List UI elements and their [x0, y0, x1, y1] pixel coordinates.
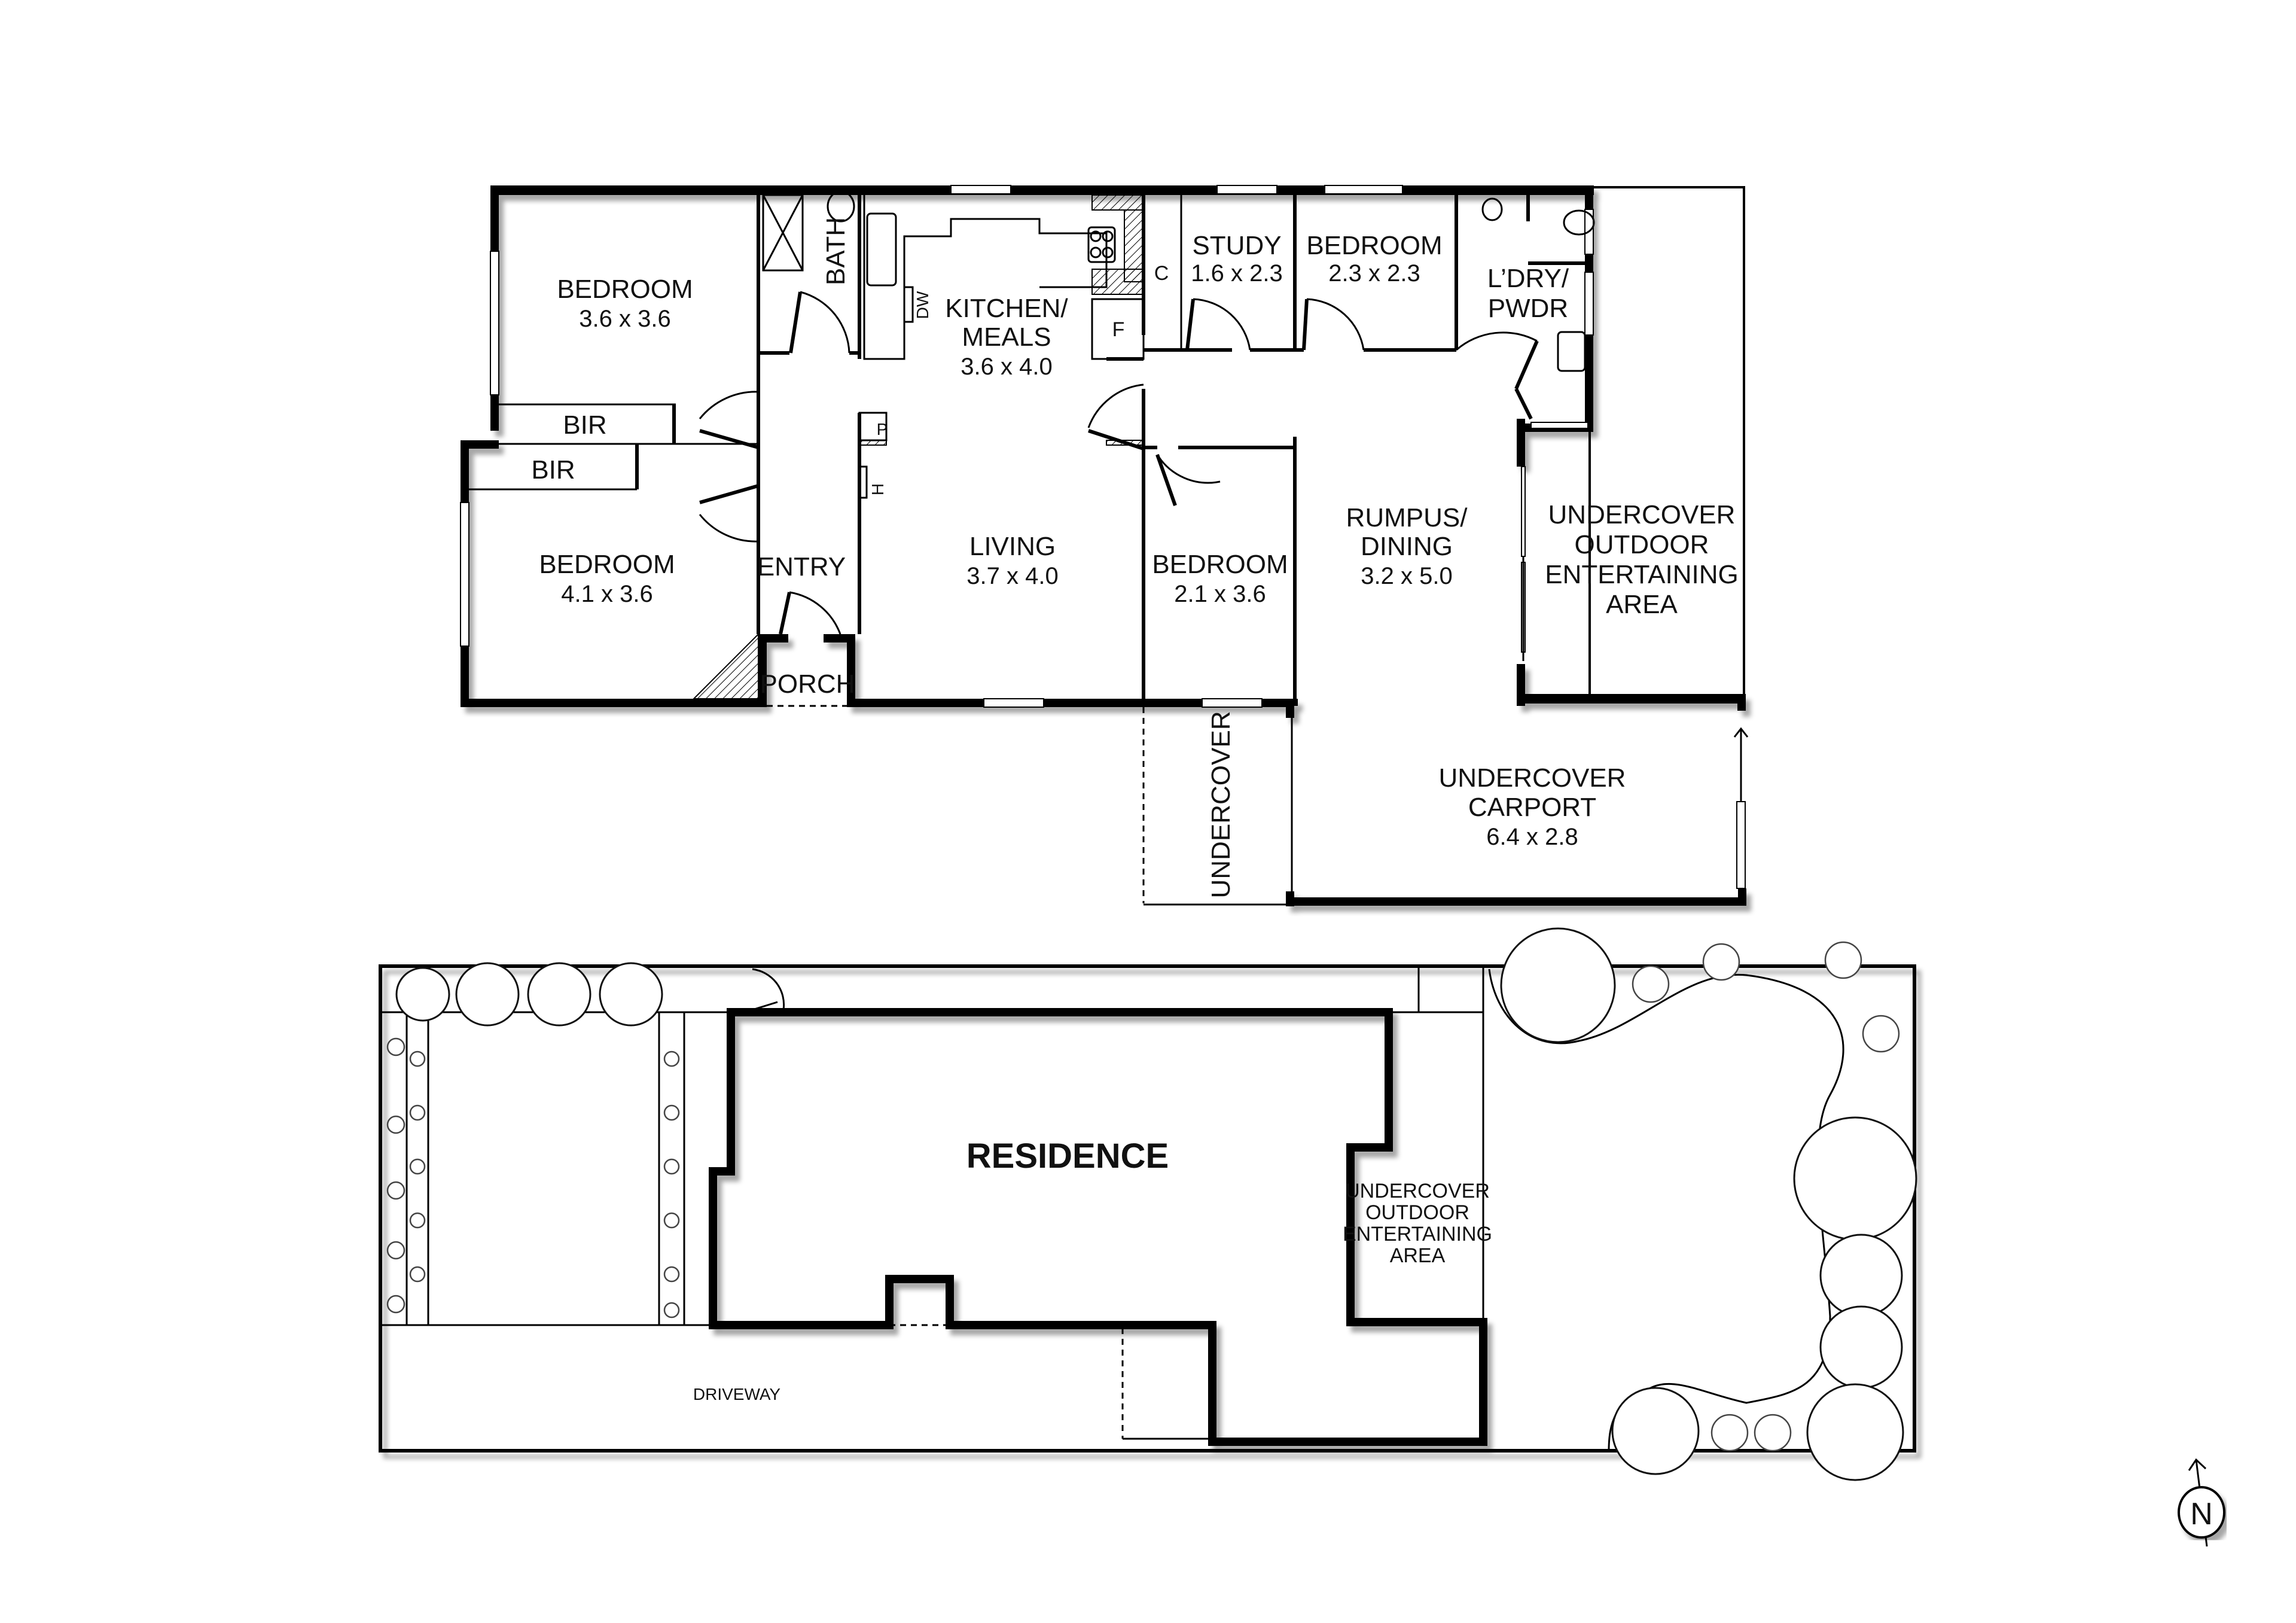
- site-label-outdoor-2: OUTDOOR: [1365, 1201, 1469, 1224]
- room-label-bedroom3: BEDROOM: [1306, 231, 1442, 260]
- room-label-bath: BATH: [821, 217, 850, 285]
- tree-icon: [455, 962, 520, 1027]
- floor-plan: BEDROOM 3.6 x 3.6 BEDROOM 4.1 x 3.6 BIR …: [460, 185, 1749, 906]
- window: [1324, 185, 1403, 194]
- shower: [762, 194, 804, 272]
- tree-icon: [1819, 1234, 1903, 1317]
- room-dims-bedroom1: 3.6 x 3.6: [579, 306, 670, 332]
- room-dims-kitchen: 3.6 x 4.0: [961, 354, 1052, 380]
- site-label-outdoor-1: UNDERCOVER: [1345, 1180, 1490, 1202]
- tree-icon: [1819, 1305, 1903, 1389]
- room-label-porch: PORCH: [760, 669, 855, 699]
- room-label-undercover: UNDERCOVER: [1206, 711, 1236, 899]
- room-label-bedroom1: BEDROOM: [557, 275, 693, 304]
- room-label-outdoor-4: AREA: [1606, 590, 1678, 619]
- shrub-icon: [1754, 1414, 1792, 1452]
- room-dims-living: 3.7 x 4.0: [966, 563, 1058, 589]
- compass-label: N: [2190, 1497, 2213, 1531]
- site-boundary: [379, 964, 1916, 1453]
- tree-icon: [527, 962, 591, 1027]
- residence-outline: [709, 1008, 1487, 1446]
- room-label-kitchen-2: MEALS: [962, 322, 1051, 352]
- heater-label: H: [868, 483, 887, 495]
- shrub-icon: [1702, 943, 1740, 981]
- tree-icon: [1806, 1383, 1904, 1481]
- room-label-outdoor-3: ENTERTAINING: [1545, 560, 1739, 589]
- tree-icon: [1793, 1116, 1917, 1241]
- window: [1216, 185, 1277, 194]
- cooktop-icon: [1087, 226, 1116, 263]
- shrub-icon: [1710, 1414, 1749, 1452]
- room-label-rumpus: RUMPUS/: [1346, 503, 1468, 532]
- room-dims-bedroom3: 2.3 x 2.3: [1328, 260, 1420, 287]
- room-label-rumpus-2: DINING: [1361, 532, 1453, 561]
- room-label-bir1: BIR: [563, 410, 606, 440]
- basin-icon: [1481, 197, 1503, 221]
- site-label-residence: RESIDENCE: [966, 1137, 1169, 1176]
- room-labels: BEDROOM 3.6 x 3.6 BEDROOM 4.1 x 3.6 BIR …: [531, 217, 1738, 899]
- dishwasher-label: DW: [913, 291, 932, 319]
- garden-bed-plants: [386, 1037, 680, 1319]
- tree-icon: [1500, 927, 1616, 1043]
- internal-walls: [469, 195, 1585, 706]
- room-label-outdoor: UNDERCOVER: [1548, 500, 1736, 529]
- fridge-label: F: [1112, 318, 1125, 341]
- site-label-outdoor-4: AREA: [1390, 1244, 1446, 1267]
- window: [950, 185, 1011, 194]
- shrub-icon: [1824, 941, 1862, 979]
- room-label-kitchen: KITCHEN/: [945, 294, 1068, 323]
- laundry-tub: [1557, 331, 1586, 372]
- tree-icon: [1611, 1387, 1700, 1475]
- room-label-outdoor-2: OUTDOOR: [1575, 530, 1709, 559]
- outdoor-area-outline: [1588, 186, 1745, 703]
- toilet-icon: [1563, 209, 1595, 236]
- north-compass: N: [2178, 1458, 2225, 1547]
- room-label-bedroom4: BEDROOM: [1152, 550, 1288, 579]
- cupboard-label: C: [1154, 262, 1169, 285]
- room-dims-bedroom4: 2.1 x 3.6: [1174, 581, 1266, 607]
- room-dims-carport: 6.4 x 2.8: [1486, 824, 1578, 850]
- basin-icon: [827, 190, 855, 223]
- room-label-living: LIVING: [969, 532, 1056, 561]
- window: [1202, 698, 1263, 708]
- site-plan: RESIDENCE UNDERCOVER OUTDOOR ENTERTAININ…: [379, 927, 1917, 1481]
- room-label-carport: UNDERCOVER: [1439, 763, 1626, 793]
- room-label-carport-2: CARPORT: [1468, 793, 1596, 822]
- heater: [858, 465, 868, 499]
- pantry-label: P: [877, 420, 888, 439]
- room-label-laundry: L’DRY/: [1487, 264, 1569, 293]
- room-dims-study: 1.6 x 2.3: [1191, 260, 1282, 287]
- room-dims-rumpus: 3.2 x 5.0: [1361, 563, 1452, 589]
- window: [460, 502, 469, 647]
- window: [490, 251, 499, 395]
- tree-icon: [599, 962, 663, 1027]
- shrub-icon: [1632, 965, 1670, 1003]
- carport-block: [1142, 706, 1749, 906]
- shrub-icon: [1862, 1015, 1900, 1053]
- window: [1530, 422, 1588, 429]
- window: [1584, 272, 1594, 336]
- room-label-study: STUDY: [1192, 231, 1281, 260]
- site-label-outdoor-3: ENTERTAINING: [1343, 1223, 1492, 1246]
- room-label-entry: ENTRY: [757, 552, 846, 581]
- compass-circle-icon: [2178, 1486, 2225, 1539]
- fridge: [1091, 298, 1145, 360]
- tree-icon: [395, 967, 450, 1022]
- room-label-bir2: BIR: [531, 455, 575, 485]
- room-label-bedroom2: BEDROOM: [539, 550, 675, 579]
- room-dims-bedroom2: 4.1 x 3.6: [561, 581, 652, 607]
- site-label-driveway: DRIVEWAY: [693, 1385, 781, 1403]
- dishwasher: [903, 286, 914, 323]
- landscaping-trees: [395, 927, 1917, 1481]
- sink-icon: [866, 212, 897, 287]
- window: [983, 698, 1044, 708]
- fixtures: [692, 190, 1595, 699]
- room-label-laundry-2: PWDR: [1488, 294, 1568, 323]
- landscaping-shrubs: [1632, 941, 1900, 1452]
